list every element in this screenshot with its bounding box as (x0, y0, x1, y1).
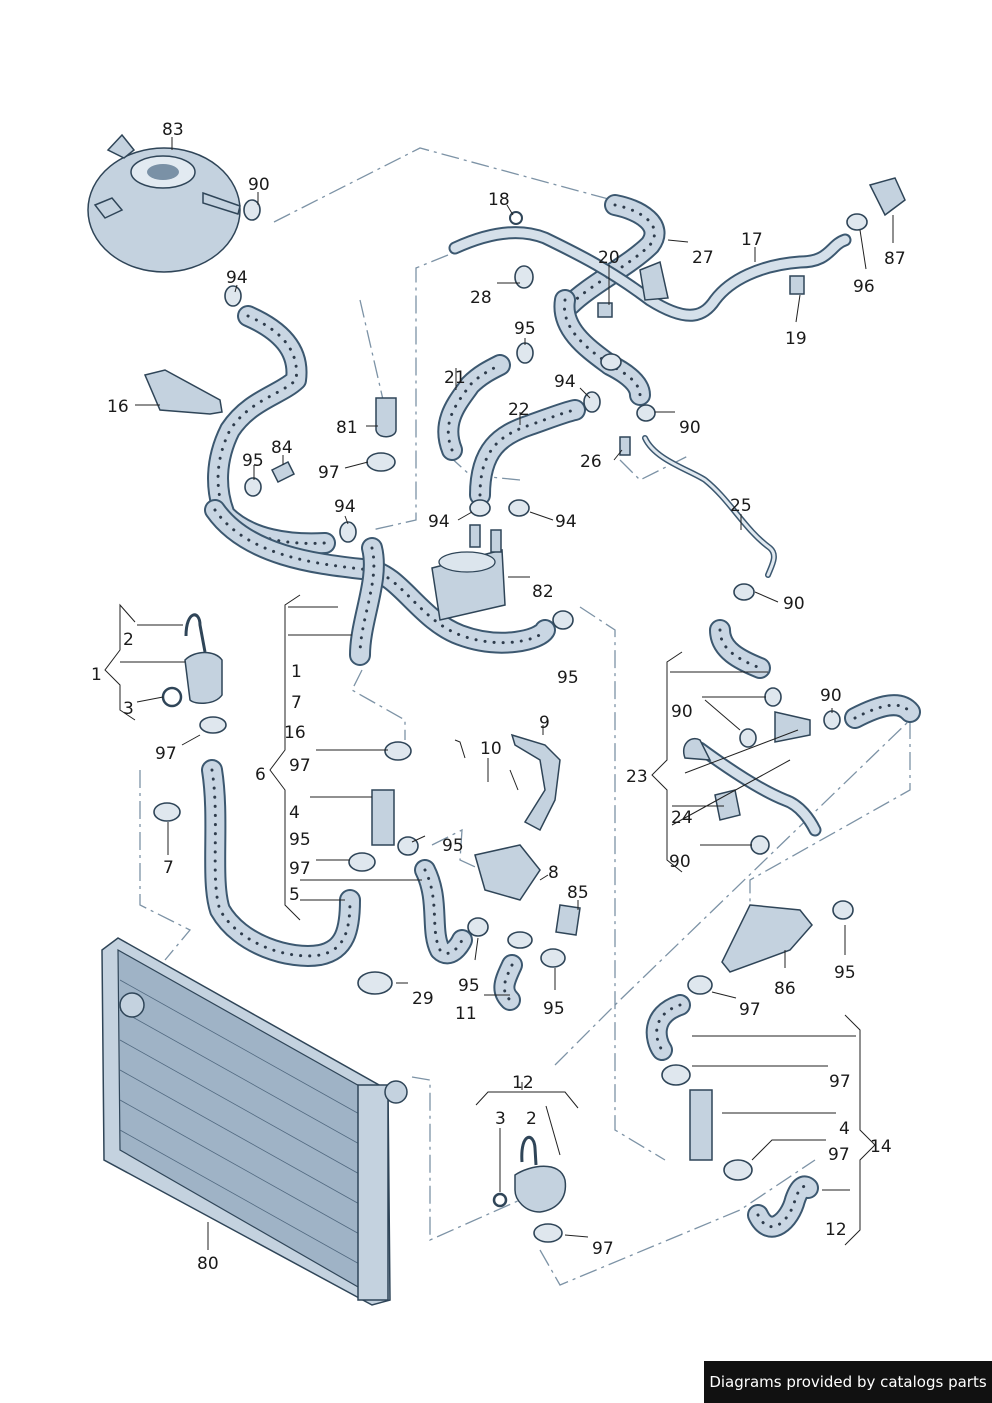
label-2: 2 (123, 630, 134, 650)
label-97: 97 (155, 744, 177, 764)
label-94: 94 (334, 497, 356, 517)
label-11: 11 (455, 1004, 477, 1024)
label-25: 25 (730, 496, 752, 516)
label-20: 20 (598, 248, 620, 268)
label-16: 16 (284, 723, 306, 743)
label-8: 8 (548, 863, 559, 883)
label-97: 97 (289, 756, 311, 776)
label-2: 2 (526, 1109, 537, 1129)
label-97: 97 (289, 859, 311, 879)
label-23: 23 (626, 767, 648, 787)
label-94: 94 (428, 512, 450, 532)
label-82: 82 (532, 582, 554, 602)
label-85: 85 (567, 883, 589, 903)
label-26: 26 (580, 452, 602, 472)
label-12: 12 (825, 1220, 847, 1240)
radiator (101, 937, 408, 1306)
assembly-outline-lines (139, 147, 911, 1286)
label-18: 18 (488, 190, 510, 210)
label-19: 19 (785, 329, 807, 349)
label-97: 97 (592, 1239, 614, 1259)
label-12: 12 (512, 1073, 534, 1093)
label-28: 28 (470, 288, 492, 308)
label-90: 90 (783, 594, 805, 614)
label-90: 90 (671, 702, 693, 722)
label-17: 17 (741, 230, 763, 250)
label-95: 95 (242, 451, 264, 471)
label-95: 95 (834, 963, 856, 983)
footer-text: Diagrams provided by catalogs parts (709, 1373, 987, 1391)
label-81: 81 (336, 418, 358, 438)
label-97: 97 (829, 1072, 851, 1092)
label-95: 95 (557, 668, 579, 688)
seals-and-clips (161, 211, 538, 1208)
label-86: 86 (774, 979, 796, 999)
label-10: 10 (480, 739, 502, 759)
leader-lines (104, 137, 894, 1250)
label-95: 95 (514, 319, 536, 339)
label-5: 5 (289, 885, 300, 905)
label-97: 97 (739, 1000, 761, 1020)
label-95: 95 (543, 999, 565, 1019)
label-90: 90 (820, 686, 842, 706)
fittings-and-parts (143, 177, 906, 1213)
expansion-tank (87, 133, 241, 273)
label-29: 29 (412, 989, 434, 1009)
label-27: 27 (692, 248, 714, 268)
label-87: 87 (884, 249, 906, 269)
label-4: 4 (839, 1119, 850, 1139)
label-4: 4 (289, 803, 300, 823)
label-14: 14 (870, 1137, 892, 1157)
footer-credit: Diagrams provided by catalogs parts (704, 1361, 992, 1403)
label-84: 84 (271, 438, 293, 458)
label-94: 94 (554, 372, 576, 392)
label-3: 3 (123, 699, 134, 719)
label-83: 83 (162, 120, 184, 140)
label-1: 1 (291, 662, 302, 682)
label-7: 7 (163, 858, 174, 878)
part-number-labels: 83 90 18 27 17 87 20 28 96 19 94 95 16 2… (91, 120, 906, 1274)
coolant-pipes (448, 226, 852, 837)
label-6: 6 (255, 765, 266, 785)
label-95: 95 (289, 830, 311, 850)
label-94: 94 (226, 268, 248, 288)
label-1: 1 (91, 665, 102, 685)
hose-clamps (153, 199, 868, 1243)
label-21: 21 (444, 368, 466, 388)
label-90: 90 (248, 175, 270, 195)
label-95: 95 (458, 976, 480, 996)
label-3: 3 (495, 1109, 506, 1129)
label-24: 24 (671, 808, 693, 828)
label-9: 9 (539, 713, 550, 733)
label-90: 90 (669, 852, 691, 872)
label-80: 80 (197, 1254, 219, 1274)
label-90: 90 (679, 418, 701, 438)
label-16: 16 (107, 397, 129, 417)
label-97: 97 (318, 463, 340, 483)
label-22: 22 (508, 400, 530, 420)
label-94: 94 (555, 512, 577, 532)
label-97: 97 (828, 1145, 850, 1165)
label-95: 95 (442, 836, 464, 856)
label-7: 7 (291, 693, 302, 713)
label-96: 96 (853, 277, 875, 297)
